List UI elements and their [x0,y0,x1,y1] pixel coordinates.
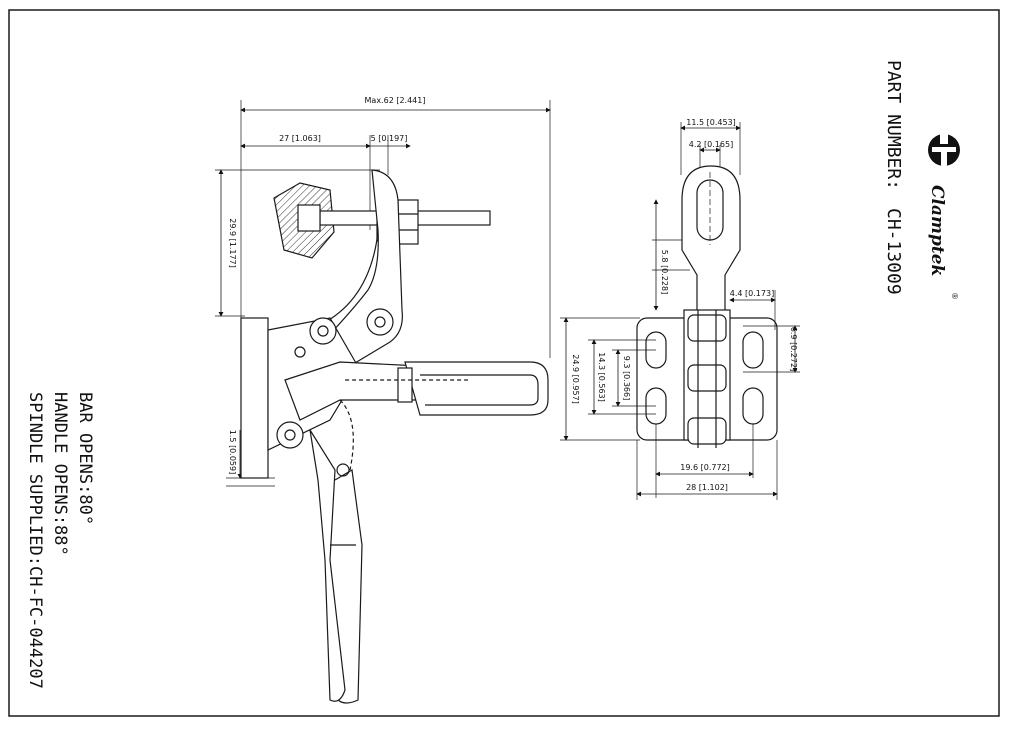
dim-slot-width: 4.2 [0.165] [689,140,733,149]
dim-slot-length: 6.9 [0.272] [789,327,798,371]
brand-name: Clamptek [927,185,947,276]
side-view [215,100,551,704]
dim-hole-offset: 4.4 [0.173] [730,289,774,298]
dim-hole-span: 14.3 [0.563] [597,352,606,402]
dim-spindle-offset: 27 [1.063] [279,134,321,143]
dim-slot-offset: 5.8 [0.228] [660,250,669,294]
dim-base-length: 28 [1.102] [686,483,728,492]
dim-height: 29.9 [1.177] [228,218,237,268]
sheet-border [8,9,1000,717]
part-number-label: PART NUMBER: [883,60,904,190]
brand-logo [928,134,960,166]
note-handle-opens: HANDLE OPENS:88° [50,392,70,556]
top-view [560,122,800,500]
note-spindle-supplied: SPINDLE SUPPLIED:CH-FC-044207 [25,392,45,689]
handle-closed [404,361,549,416]
note-bar-opens: BAR OPENS:80° [75,392,95,525]
dim-arm-width: 5 [0.197] [371,134,408,143]
dim-top-arm-width: 11.5 [0.453] [686,118,736,127]
dim-base-width: 24.9 [0.957] [571,354,580,404]
part-number: CH-13009 [883,208,904,295]
dim-base-thickness: 1.5 [0.059] [228,430,237,474]
title-block: PART NUMBER: CH-13009 Clamptek ® [883,60,960,300]
registered-mark: ® [950,292,959,300]
base-plate [240,317,269,479]
dim-hole-pitch: 9.3 [0.366] [622,356,631,400]
dim-overall-length: Max.62 [2.441] [365,96,426,105]
notes: BAR OPENS:80° HANDLE OPENS:88° SPINDLE S… [25,392,95,689]
dim-hole-spacing: 19.6 [0.772] [680,463,730,472]
